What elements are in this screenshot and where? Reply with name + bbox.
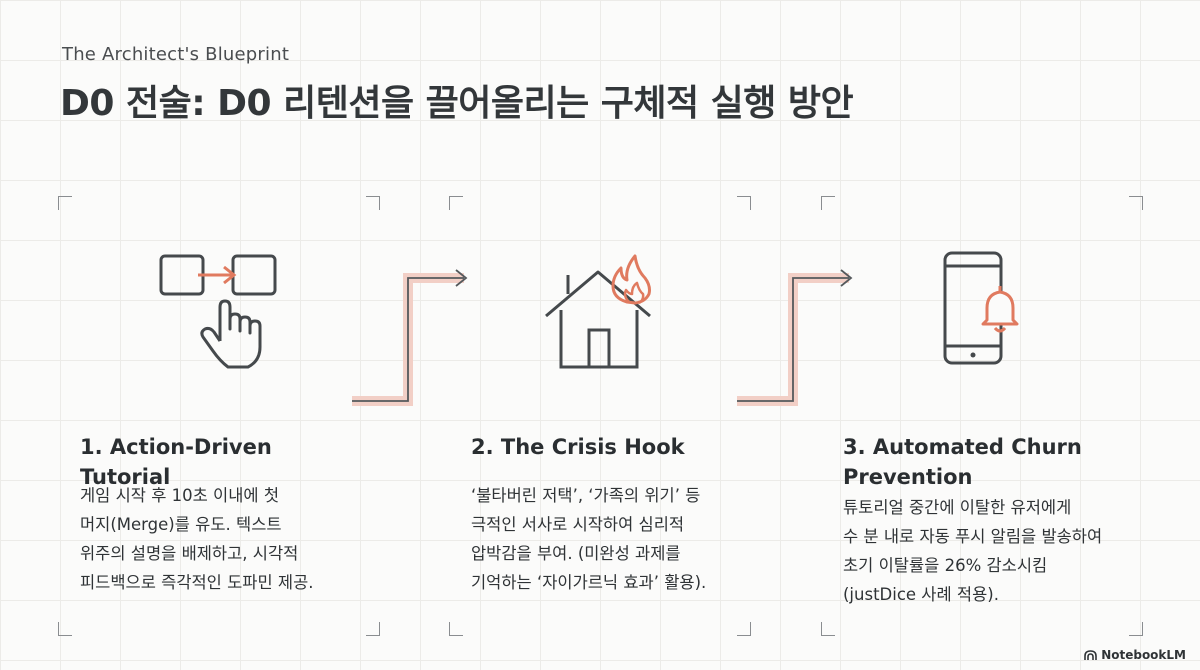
card-heading: 1. Action-Driven Tutorial <box>80 435 272 489</box>
eyebrow-label: The Architect's Blueprint <box>62 44 290 65</box>
notebooklm-brand: NotebookLM <box>1084 648 1186 662</box>
step-arrow-connector-1 <box>352 269 468 406</box>
house-fire-icon <box>545 254 651 369</box>
card-body: 튜토리얼 중간에 이탈한 유저에게 수 분 내로 자동 푸시 알림을 발송하여 … <box>843 498 1103 604</box>
phone-bell-icon <box>943 251 1019 365</box>
brand-label: NotebookLM <box>1101 648 1186 662</box>
notebooklm-logo-icon <box>1084 649 1097 660</box>
card-action-driven-tutorial: 1. Action-Driven Tutorial 게임 시작 후 10초 이내… <box>58 196 380 636</box>
page-title: D0 전술: D0 리텐션을 끌어올리는 구체적 실행 방안 <box>60 83 854 124</box>
step-arrow-connector-2 <box>737 269 853 406</box>
card-heading: 2. The Crisis Hook <box>471 435 685 459</box>
card-heading: 3. Automated Churn Prevention <box>843 435 1082 489</box>
card-body: ‘불타버린 저택’, ‘가족의 위기’ 등 극적인 서사로 시작하여 심리적 압… <box>471 486 707 592</box>
tap-arrow-icon <box>159 254 277 369</box>
card-crisis-hook: 2. The Crisis Hook ‘불타버린 저택’, ‘가족의 위기’ 등… <box>449 196 751 636</box>
card-automated-churn-prevention: 3. Automated Churn Prevention 튜토리얼 중간에 이… <box>821 196 1143 636</box>
card-body: 게임 시작 후 10초 이내에 첫 머지(Merge)를 유도. 텍스트 위주의… <box>80 486 314 592</box>
